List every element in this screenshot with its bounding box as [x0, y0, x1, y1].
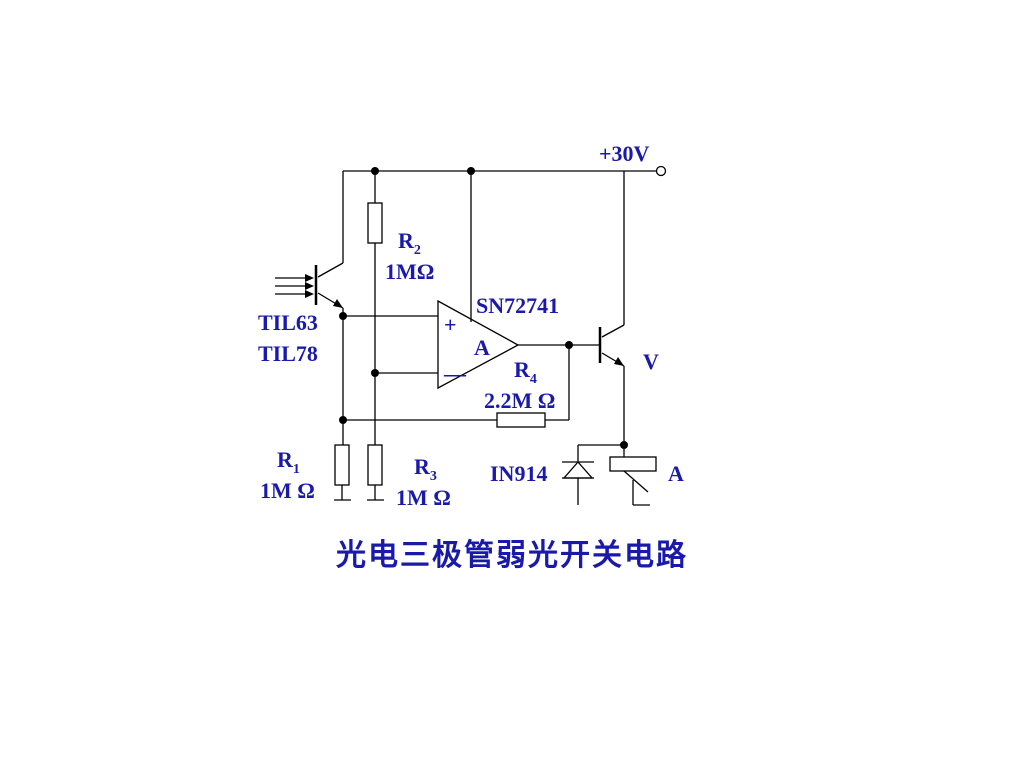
opamp-sn72741	[437, 171, 520, 390]
transistor-v	[598, 171, 625, 445]
light-arrows-icon	[275, 274, 314, 298]
relay-label: A	[668, 461, 684, 486]
resistor-r4	[496, 412, 546, 428]
resistor-r3	[367, 444, 384, 501]
phototransistor	[275, 171, 344, 316]
diagram-caption: 光电三极管弱光开关电路	[336, 538, 688, 573]
resistor-r2	[367, 202, 383, 244]
diode-in914	[562, 444, 624, 505]
resistor-r1	[334, 444, 351, 501]
r4-value: 2.2M Ω	[484, 388, 555, 413]
opamp-label: A	[474, 335, 490, 360]
r3-label: R3	[414, 454, 437, 484]
transistor-label: V	[643, 349, 659, 374]
r3-value: 1M Ω	[396, 485, 451, 510]
supply-terminal	[655, 165, 667, 177]
opamp-minus-pin: —	[443, 361, 467, 386]
r1-label: R1	[277, 447, 300, 477]
phototransistor-part-2: TIL78	[258, 341, 318, 366]
diode-label: IN914	[490, 461, 547, 486]
r1-value: 1M Ω	[260, 478, 315, 503]
phototransistor-part-1: TIL63	[258, 310, 318, 335]
r4-label: R4	[514, 357, 537, 387]
supply-label: +30V	[599, 141, 650, 166]
opamp-plus-pin: +	[444, 312, 457, 337]
relay-a	[609, 445, 657, 506]
opamp-part: SN72741	[476, 293, 559, 318]
r2-value: 1MΩ	[385, 259, 434, 284]
r2-label: R2	[398, 228, 421, 258]
